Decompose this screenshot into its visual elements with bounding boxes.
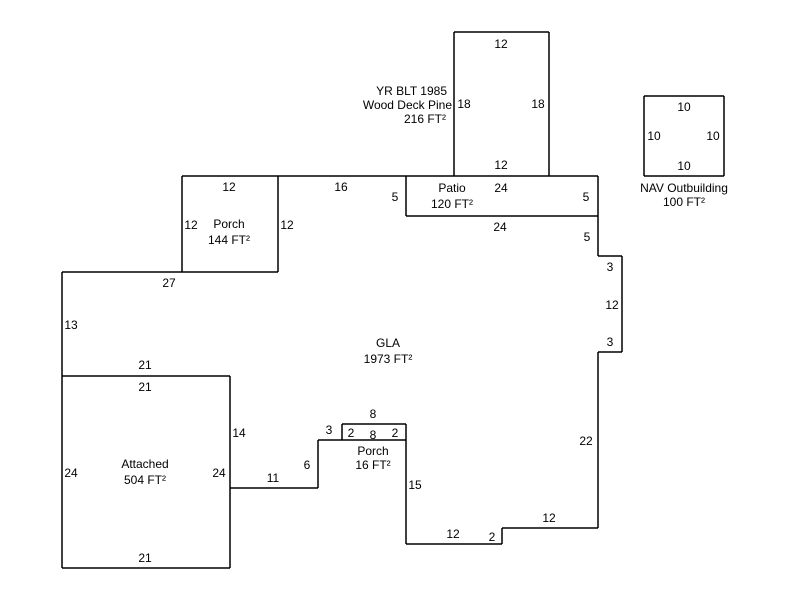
outbuilding-name-label: NAV Outbuilding bbox=[640, 181, 728, 195]
gla-area-label: 1973 FT² bbox=[364, 352, 413, 366]
gla-dim-bottom-21: 21 bbox=[138, 358, 152, 372]
deck-year-label: YR BLT 1985 bbox=[376, 84, 447, 98]
outbuilding-dim-right: 10 bbox=[706, 129, 720, 143]
porch-lower-name-label: Porch bbox=[357, 444, 388, 458]
outbuilding-area-label: 100 FT² bbox=[663, 195, 705, 209]
gla-dim-top-mid: 16 bbox=[334, 180, 348, 194]
deck-dim-left: 18 bbox=[457, 97, 471, 111]
attached-dim-left: 24 bbox=[64, 466, 78, 480]
outbuilding-dim-top: 10 bbox=[677, 100, 691, 114]
gla-dim-right-upper: 5 bbox=[584, 230, 591, 244]
porch-lower-dim-mid: 8 bbox=[370, 428, 377, 442]
gla-dim-right-lower: 22 bbox=[579, 434, 593, 448]
attached-dim-right: 24 bbox=[212, 466, 226, 480]
gla-dim-step-bottom: 3 bbox=[607, 335, 614, 349]
gla-dim-bottom-right: 12 bbox=[542, 511, 556, 525]
gla-dim-inner-11: 11 bbox=[267, 471, 280, 485]
gla-dim-step-top: 3 bbox=[607, 260, 614, 274]
gla-dim-porch-top: 8 bbox=[370, 407, 377, 421]
gla-name-label: GLA bbox=[376, 336, 400, 350]
porch-upper-area-label: 144 FT² bbox=[208, 233, 250, 247]
patio-dim-left: 5 bbox=[392, 190, 399, 204]
deck-dim-bottom: 12 bbox=[494, 158, 508, 172]
gla-dim-bottom-left: 12 bbox=[446, 527, 460, 541]
porch-upper-dim-right: 12 bbox=[280, 218, 294, 232]
attached-area-label: 504 FT² bbox=[124, 473, 166, 487]
gla-dim-left: 13 bbox=[64, 318, 78, 332]
gla-dim-notch: 2 bbox=[489, 530, 496, 544]
gla-dim-step-side: 12 bbox=[605, 298, 619, 312]
patio-area-label: 120 FT² bbox=[431, 197, 473, 211]
deck-dim-top: 12 bbox=[494, 37, 508, 51]
gla-dim-left-inner: 15 bbox=[408, 478, 422, 492]
deck-dim-right: 18 bbox=[531, 97, 545, 111]
porch-lower-dim-right: 2 bbox=[392, 426, 399, 440]
outbuilding-dim-left: 10 bbox=[647, 129, 661, 143]
attached-dim-top: 21 bbox=[138, 380, 152, 394]
gla-dim-porch-left: 3 bbox=[326, 423, 333, 437]
patio-name-label: Patio bbox=[438, 181, 466, 195]
gla-dim-top-left: 27 bbox=[162, 276, 176, 290]
attached-dim-bottom: 21 bbox=[138, 551, 152, 565]
gla-dim-inner-6: 6 bbox=[304, 458, 311, 472]
deck-area-label: 216 FT² bbox=[404, 112, 446, 126]
porch-upper-name-label: Porch bbox=[213, 217, 244, 231]
outline-lines bbox=[61, 31, 725, 569]
porch-lower-area-label: 16 FT² bbox=[355, 458, 390, 472]
porch-lower-dim-left: 2 bbox=[348, 426, 355, 440]
patio-dim-top: 24 bbox=[494, 181, 508, 195]
attached-name-label: Attached bbox=[121, 457, 168, 471]
porch-upper-dim-left: 12 bbox=[184, 218, 198, 232]
gla-dim-attached-right: 14 bbox=[232, 426, 246, 440]
patio-dim-right: 5 bbox=[583, 190, 590, 204]
patio-dim-bottom: 24 bbox=[493, 220, 507, 234]
porch-upper-dim-top: 12 bbox=[222, 180, 236, 194]
outbuilding-dim-bottom: 10 bbox=[677, 159, 691, 173]
deck-type-label: Wood Deck Pine bbox=[363, 98, 452, 112]
